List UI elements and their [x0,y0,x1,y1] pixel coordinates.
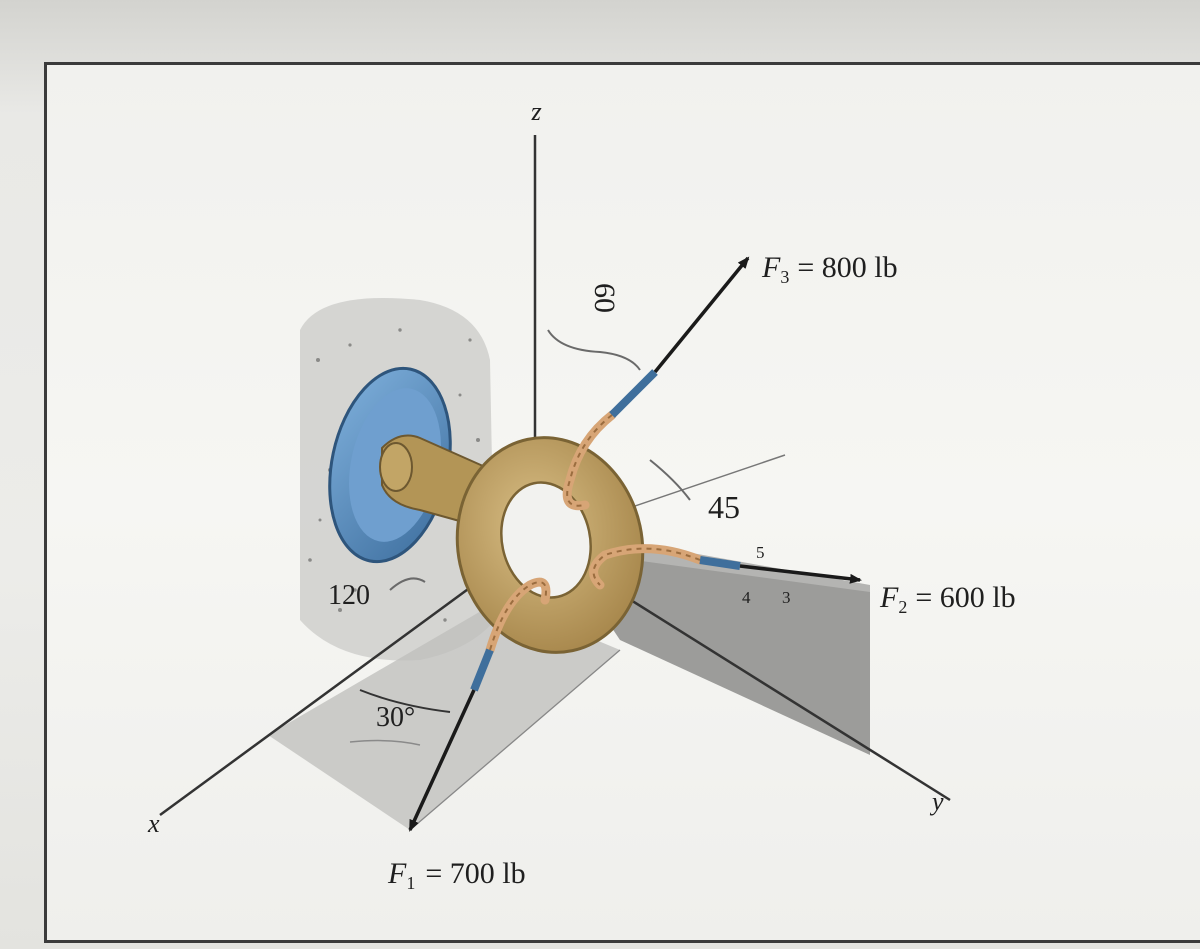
y-axis-label: y [929,787,944,816]
f2-cable [699,556,741,570]
f1-angle-arc [359,689,451,713]
f3-label: F3= 800 lb [761,251,898,287]
xz-shade-plane [268,600,620,830]
hand-scribble [349,739,421,746]
x-axis-label: x [147,809,160,838]
z-axis-label: z [531,102,542,131]
rope-dashes [489,414,701,651]
f3-cable [609,369,658,418]
slope-run: 4 [742,588,751,607]
f3-vector [653,256,750,374]
f1-angle-label: 30° [376,702,415,733]
hand-arc-120 [389,577,426,591]
slope-rise: 5 [756,543,765,562]
hand-arc-60 [547,329,641,371]
f1-cable [470,648,494,692]
f2-label: F2= 600 lb [879,581,1016,617]
construction-line-2 [409,649,621,831]
hand-120: 120 [328,580,370,611]
f1-vector [408,689,476,832]
f2-vector [739,564,862,584]
slope-hyp: 3 [782,588,791,607]
hand-arc-45 [649,459,691,501]
f1-label: F1= 700 lb [387,857,526,893]
bolt-end [379,442,413,492]
ring-hole [500,481,592,599]
hand-45: 45 [708,489,740,525]
hand-60: 60 [588,283,621,313]
